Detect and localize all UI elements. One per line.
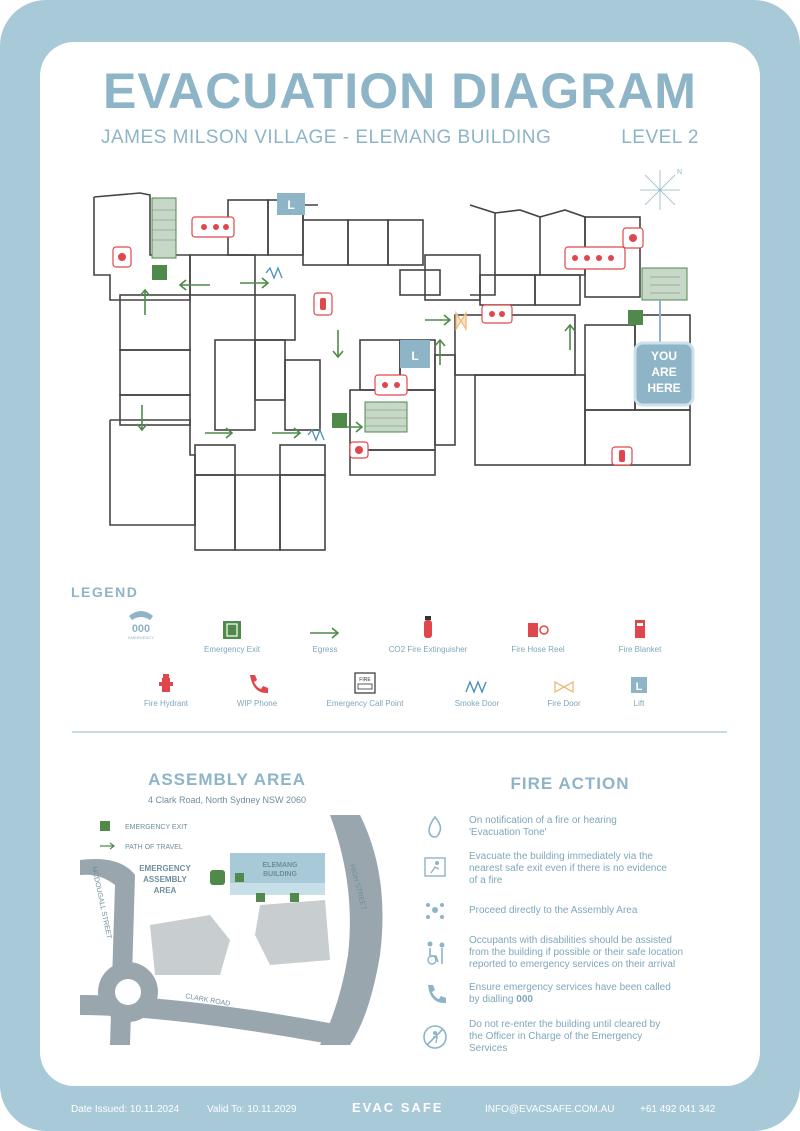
you-are-here-line2: ARE [651, 365, 676, 379]
assembly-area-title: ASSEMBLY AREA [148, 770, 306, 789]
emergency-number: 000 [516, 994, 533, 1005]
fire-action-title: FIRE ACTION [510, 774, 630, 793]
map-assembly-line2: ASSEMBLY [143, 875, 187, 884]
legend-wip-phone-label: WIP Phone [236, 699, 278, 708]
lift-icon: L [631, 677, 647, 693]
legend-egress-label: Egress [312, 645, 338, 654]
step-4-line-3: reported to emergency services on their … [469, 959, 676, 970]
legend-egress: Egress [265, 614, 385, 654]
egress-arrow-icon [310, 627, 340, 639]
emergency-call-point-icon: FIRE [354, 672, 376, 694]
floor-plan: L L [93, 169, 695, 551]
legend-lift: L Lift [579, 668, 699, 708]
emergency-exit-icon [223, 621, 241, 639]
step-6-line-2: the Officer in Charge of the Emergency [469, 1031, 643, 1042]
legend-fire-door-label: Fire Door [547, 699, 581, 708]
fire-action-step-2: Evacuate the building immediately via th… [469, 851, 729, 887]
map-building-line1: ELEMANG [263, 862, 299, 869]
fire-action-step-4: Occupants with disabilities should be as… [469, 935, 729, 971]
assembly-map: ELEMANG BUILDING EMERGENCY ASSEMBLY AREA… [80, 815, 383, 1045]
step-6-line-3: Services [469, 1043, 508, 1054]
legend-fire-blanket: Fire Blanket [580, 614, 700, 654]
lift-label-middle: L [411, 349, 418, 363]
legend-fire-blanket-label: Fire Blanket [618, 645, 662, 654]
legend-emergency-exit: Emergency Exit [172, 614, 292, 654]
section-divider [72, 731, 727, 733]
legend-emergency-call-point: FIRE Emergency Call Point [305, 668, 425, 708]
legend-fire-hydrant: Fire Hydrant [106, 668, 226, 708]
you-are-here-line3: HERE [647, 381, 680, 395]
legend-smoke-door: Smoke Door [417, 668, 537, 708]
legend-smoke-door-label: Smoke Door [454, 699, 500, 708]
contact-phone[interactable]: +61 492 041 342 [640, 1104, 716, 1115]
map-assembly-line3: AREA [154, 886, 177, 895]
map-legend-path-label: PATH OF TRAVEL [125, 844, 183, 851]
co2-extinguisher-icon [424, 616, 432, 638]
lift-label-top: L [287, 198, 294, 212]
no-entry-icon [420, 1022, 450, 1052]
step-5-line-2-wrap: by dialling 000 [469, 994, 729, 1006]
legend-emergency-exit-label: Emergency Exit [203, 645, 261, 654]
step-2-line-1: Evacuate the building immediately via th… [469, 851, 653, 862]
step-5-line-2: by dialling [469, 994, 517, 1005]
step-3-line-1: Proceed directly to the Assembly Area [469, 905, 638, 916]
exit-run-icon [420, 852, 450, 882]
page-title: EVACUATION DIAGRAM [103, 63, 697, 119]
fire-door-icon [554, 680, 574, 694]
accessibility-icon [420, 938, 450, 968]
map-legend-exit-label: EMERGENCY EXIT [125, 824, 188, 831]
emergency-000-caption: EMERGENCY [128, 635, 154, 640]
valid-to: Valid To: 10.11.2029 [207, 1104, 297, 1115]
map-legend-path-icon [100, 842, 115, 850]
step-4-line-1: Occupants with disabilities should be as… [469, 935, 672, 946]
assembly-icon [420, 896, 450, 926]
call-point-text: FIRE [359, 677, 371, 683]
map-building-line2: BUILDING [263, 871, 297, 878]
step-6-line-1: Do not re-enter the building until clear… [469, 1019, 661, 1030]
step-2-line-3: of a fire [469, 875, 503, 886]
fire-action-step-1: On notification of a fire or hearing 'Ev… [469, 815, 729, 839]
date-issued: Date Issued: 10.11.2024 [71, 1104, 180, 1115]
legend-title: LEGEND [71, 584, 139, 600]
compass-icon [640, 170, 680, 210]
step-1-line-2: 'Evacuation Tone' [469, 827, 547, 838]
legend-fire-hose-reel-label: Fire Hose Reel [511, 645, 565, 654]
legend-co2-extinguisher: CO2 Fire Extinguisher [368, 614, 488, 654]
step-5-line-1: Ensure emergency services have been call… [469, 982, 671, 993]
fire-action-step-5: Ensure emergency services have been call… [469, 982, 729, 1006]
smoke-door-icon [465, 680, 487, 694]
you-are-here-line1: YOU [651, 349, 677, 363]
assembly-area-address: 4 Clark Road, North Sydney NSW 2060 [147, 795, 307, 805]
contact-email[interactable]: INFO@EVACSAFE.COM.AU [485, 1104, 615, 1115]
legend-co2-extinguisher-label: CO2 Fire Extinguisher [388, 645, 468, 654]
legend-lift-label: Lift [633, 699, 645, 708]
fire-hydrant-icon [159, 674, 173, 692]
fire-blanket-icon [635, 620, 645, 638]
step-2-line-2: nearest safe exit even if there is no ev… [469, 863, 667, 874]
legend-emergency-call-point-label: Emergency Call Point [326, 699, 404, 708]
building-subtitle: JAMES MILSON VILLAGE - ELEMANG BUILDING [101, 127, 552, 148]
fire-action-step-3: Proceed directly to the Assembly Area [469, 905, 729, 917]
step-4-line-2: from the building if possible or their s… [469, 947, 684, 958]
legend-fire-door: Fire Door [504, 668, 624, 708]
compass-north-label: N [677, 169, 682, 176]
legend-fire-hose-reel: Fire Hose Reel [478, 614, 598, 654]
map-assembly-point-icon [210, 870, 225, 885]
map-assembly-line1: EMERGENCY [139, 864, 191, 873]
fire-hose-reel-icon [528, 623, 549, 637]
step-1-line-1: On notification of a fire or hearing [469, 815, 617, 826]
legend-lift-letter: L [636, 681, 643, 693]
evacsafe-logo: EVAC SAFE [352, 1100, 444, 1115]
flame-icon [420, 812, 450, 842]
legend-wip-phone: WIP Phone [197, 668, 317, 708]
fire-action-step-6: Do not re-enter the building until clear… [469, 1019, 729, 1055]
level-label: LEVEL 2 [621, 127, 699, 148]
phone-icon [420, 979, 450, 1009]
emergency-000-number: 000 [132, 623, 150, 635]
legend-fire-hydrant-label: Fire Hydrant [143, 699, 188, 708]
wip-phone-icon [250, 675, 268, 694]
map-legend-exit-icon [100, 821, 110, 831]
